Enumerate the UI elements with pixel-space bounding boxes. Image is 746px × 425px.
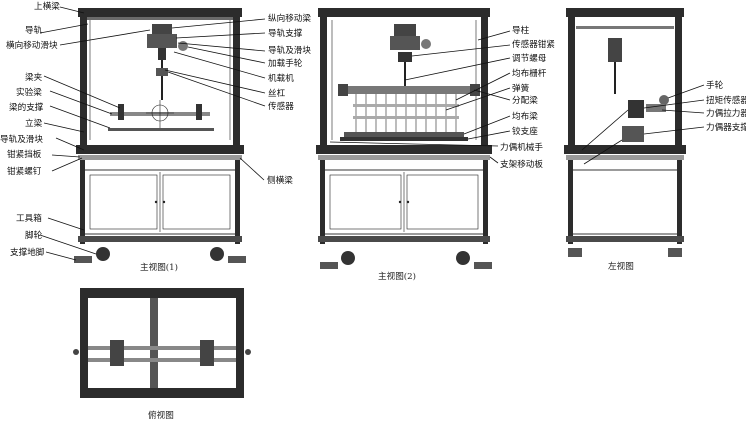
leader-lines <box>39 6 705 261</box>
label-support-foot: 支撑地脚 <box>10 246 44 258</box>
label-toolbox: 工具箱 <box>16 212 42 224</box>
couple-support <box>622 126 644 142</box>
top-longitudinal-beam <box>150 298 158 388</box>
label-grid-rod: 均布栅杆 <box>512 67 547 79</box>
loading-handwheel <box>178 41 188 51</box>
label-sensor-clamp: 传感器钳紧 <box>512 38 555 50</box>
label-adjust-nut: 调节螺母 <box>512 53 547 64</box>
front-view-1 <box>74 8 246 263</box>
top-beam <box>78 8 242 17</box>
top-beam-rail <box>80 17 240 20</box>
caption-front-view-1: 主视图(1) <box>140 261 178 273</box>
top-beam-2 <box>318 8 490 17</box>
label-clamp-plate: 钳紧挡板 <box>7 148 42 160</box>
label-rail-slider-right: 导轨及滑块 <box>268 44 311 56</box>
view-captions: 主视图(1) 主视图(2) 左视图 俯视图 <box>140 260 634 421</box>
side-head <box>608 38 622 62</box>
foot-right <box>228 256 246 263</box>
label-uniform-beam: 均布梁 <box>512 110 538 122</box>
caption-top-view: 俯视图 <box>148 409 174 421</box>
label-sensor: 传感器 <box>268 100 294 112</box>
beam-support <box>108 128 214 131</box>
label-rail-and-slider: 导轨及滑块 <box>0 133 43 145</box>
sensor-housing <box>158 48 166 60</box>
beam-clamp-left <box>118 104 124 120</box>
label-spring: 弹簧 <box>512 82 530 94</box>
left-view <box>564 8 686 257</box>
label-longitudinal-beam: 纵向移动梁 <box>268 12 311 24</box>
caster-right <box>210 247 224 261</box>
label-couple-puller: 力偶拉力器 <box>706 107 746 119</box>
label-loading-handwheel: 加载手轮 <box>268 57 303 69</box>
label-handwheel: 手轮 <box>706 79 724 91</box>
label-torque-sensor: 扭矩传感器 <box>706 94 746 106</box>
label-guide-post: 导柱 <box>512 24 530 36</box>
sensor <box>156 68 168 76</box>
spring-rods <box>353 94 459 132</box>
right-column <box>233 17 240 145</box>
left-view-labels: 手轮 扭矩传感器 力偶拉力器 力偶器支撑 <box>706 79 746 133</box>
top-view <box>73 288 251 398</box>
label-rail: 导轨 <box>25 24 43 36</box>
front-view-2 <box>316 8 492 269</box>
label-distribution-beam: 分配梁 <box>512 94 538 106</box>
beam-clamp-right <box>196 104 202 120</box>
label-clamp-screw: 钳紧螺钉 <box>7 165 42 177</box>
label-beam-support: 梁的支撑 <box>9 101 44 113</box>
label-hinge-support: 铰支座 <box>512 125 538 137</box>
label-rail-support: 导轨支撑 <box>268 27 303 39</box>
label-lead-screw: 丝杠 <box>268 87 286 99</box>
longitudinal-beam-block <box>152 24 172 34</box>
label-caster: 脚轮 <box>25 229 43 241</box>
label-couple-manipulator: 力偶机械手 <box>500 141 543 153</box>
handwheel <box>659 95 669 105</box>
foot-left <box>74 256 92 263</box>
label-upright-beam: 立梁 <box>25 117 43 129</box>
front1-left-labels: 上横梁 导轨 横向移动滑块 梁夹 实验梁 梁的支撑 立梁 导轨及滑块 钳紧挡板 … <box>0 0 60 258</box>
label-side-beam: 侧横梁 <box>267 174 293 186</box>
label-transverse-slider: 横向移动滑块 <box>6 39 58 51</box>
front2-right-labels: 导柱 传感器钳紧 调节螺母 均布栅杆 弹簧 分配梁 均布梁 铰支座 力偶机械手 … <box>500 24 555 170</box>
distribution-beam <box>346 86 474 94</box>
caption-front-view-2: 主视图(2) <box>378 270 416 282</box>
base-rail <box>76 145 244 154</box>
clamp-plate <box>78 155 242 160</box>
label-beam-clamp: 梁夹 <box>25 71 43 83</box>
label-bracket-moving-plate: 支架移动板 <box>500 158 543 170</box>
label-top-beam: 上横梁 <box>34 0 60 12</box>
caster-left <box>96 247 110 261</box>
front1-right-labels: 纵向移动梁 导轨支撑 导轨及滑块 加载手轮 机载机 丝杠 传感器 侧横梁 <box>267 12 311 186</box>
label-loader: 机载机 <box>268 72 294 84</box>
loading-motor <box>147 34 177 48</box>
uniform-beam <box>344 132 464 137</box>
caption-left-view: 左视图 <box>608 260 634 272</box>
left-column <box>80 17 87 145</box>
label-test-beam: 实验梁 <box>16 86 42 98</box>
torque-sensor <box>628 100 644 118</box>
label-couple-support: 力偶器支撑 <box>706 121 746 133</box>
